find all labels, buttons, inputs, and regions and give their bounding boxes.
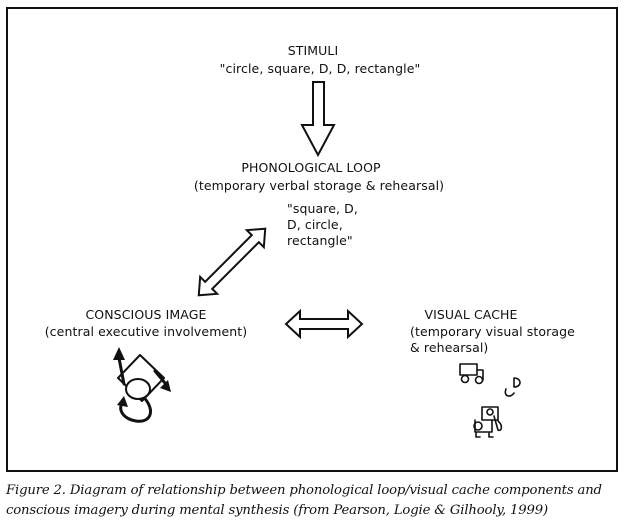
visual-cache-heading: VISUAL CACHE [424,307,518,322]
phonological-list-line-3: rectangle" [287,233,353,248]
figure-caption: Figure 2. Diagram of relationship betwee… [6,481,622,521]
visual-cache-subtitle-line-1: (temporary visual storage [410,324,575,339]
phonological-list-line-2: D, circle, [287,217,343,232]
diagram-frame [6,7,618,472]
diagonal-double-arrow-icon [197,227,267,297]
visual-cache-sketch-icon [459,363,521,438]
stimuli-heading: STIMULI [287,43,339,58]
phonological-loop-heading: PHONOLOGICAL LOOP [241,160,381,175]
conscious-image-heading: CONSCIOUS IMAGE [85,307,207,322]
caption-line-2: conscious imagery during mental synthesi… [6,503,549,518]
phonological-list-line-1: "square, D, [287,201,358,216]
horizontal-double-arrow-icon [284,308,364,340]
conscious-image-sketch-icon [113,347,171,423]
conscious-image-subtitle: (central executive involvement) [44,324,248,339]
stimuli-text: "circle, square, D, D, rectangle" [219,61,421,76]
visual-cache-subtitle-line-2: & rehearsal) [410,340,489,355]
caption-line-1: Figure 2. Diagram of relationship betwee… [6,483,602,498]
down-arrow-icon [300,81,336,158]
phonological-loop-subtitle: (temporary verbal storage & rehearsal) [193,178,445,193]
